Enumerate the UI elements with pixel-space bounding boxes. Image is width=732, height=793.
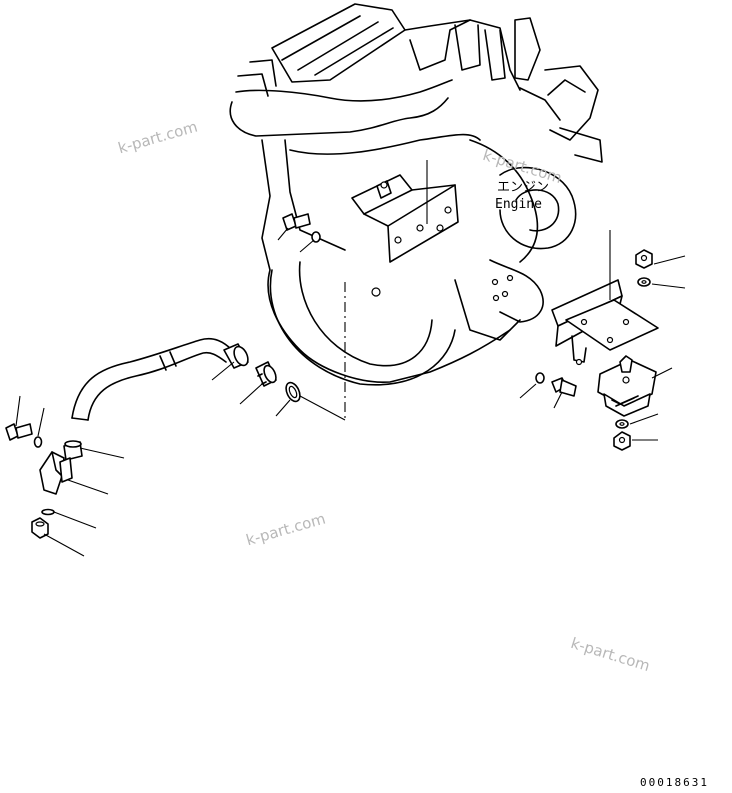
breather-hose (71, 337, 233, 421)
document-number: 00018631 (640, 776, 709, 789)
clamp-bolt (5, 423, 33, 441)
clamp-washer (33, 436, 43, 448)
hose-elbow (223, 343, 249, 369)
hose-clamp (63, 440, 83, 461)
left-bracket-bolt (282, 213, 321, 243)
leader-lines (15, 160, 686, 557)
left-mount-bracket (351, 174, 459, 263)
mount-nut-top (635, 249, 653, 287)
pipe-connector (255, 361, 277, 387)
o-ring (285, 381, 301, 403)
rubber-mount (597, 355, 657, 417)
engine-label-jp: エンジン (497, 180, 550, 195)
mount-nut-bottom (613, 419, 631, 451)
right-mount-bolt (535, 372, 577, 397)
engine-assembly (229, 3, 603, 386)
clamp-bracket (39, 451, 73, 495)
drain-plug (31, 517, 49, 539)
right-mount-bracket (551, 279, 659, 366)
engine-label-en: Engine (495, 197, 542, 212)
gasket (41, 508, 55, 516)
